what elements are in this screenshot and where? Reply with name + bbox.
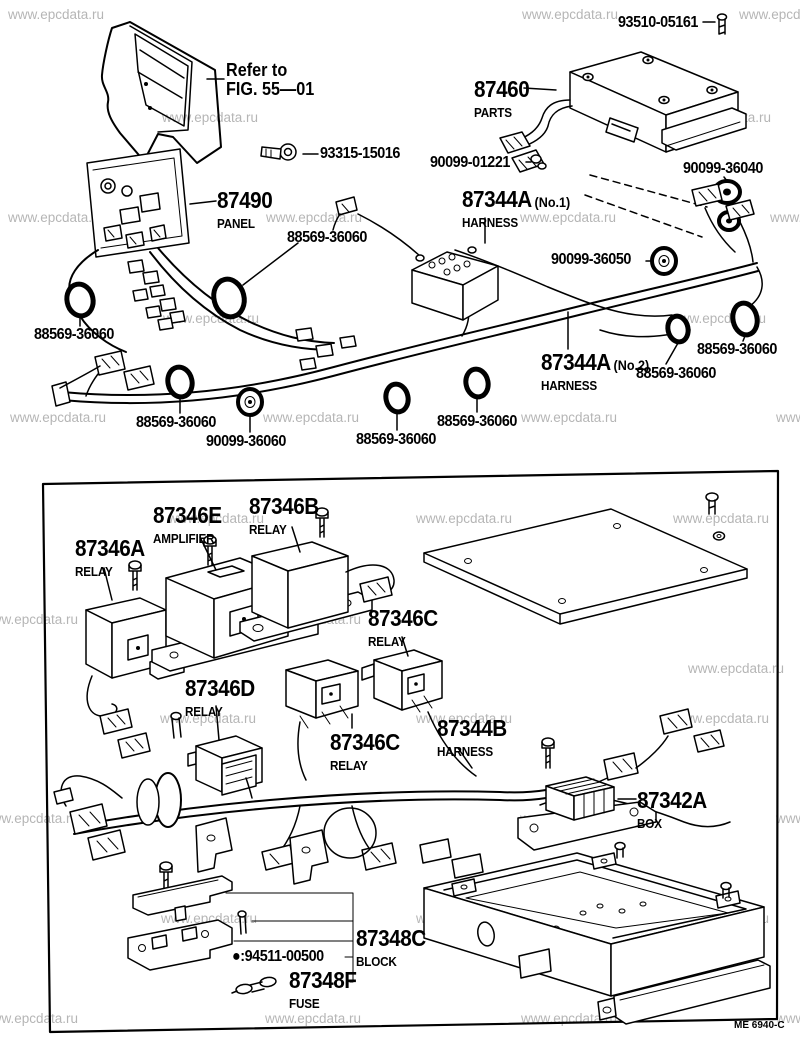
part-label-90099-01221: 90099-01221 bbox=[430, 154, 510, 171]
battery bbox=[411, 217, 499, 321]
part-label-90099-36060: 90099-36060 bbox=[206, 433, 286, 450]
part-label-90099-36040: 90099-36040 bbox=[683, 160, 763, 177]
clamp-rings bbox=[64, 242, 760, 431]
cover-plate bbox=[423, 492, 748, 625]
part-label-88569-bottom-1: 88569-36060 bbox=[136, 414, 216, 431]
part-label-90099-36050: 90099-36050 bbox=[551, 251, 631, 268]
relay-87346d bbox=[170, 705, 263, 796]
part-label-87344a-no1: 87344A(No.1) HARNESS bbox=[462, 186, 571, 230]
part-label-87346b: 87346B RELAY bbox=[249, 493, 319, 537]
fuse-block-87348 bbox=[127, 861, 354, 995]
lower-box-border bbox=[41, 469, 780, 1034]
part-label-88569-right-outer: 88569-36060 bbox=[697, 341, 777, 358]
junction-box-87342a bbox=[517, 776, 657, 851]
screw-93510-icon bbox=[702, 13, 728, 35]
part-label-87346c-upper: 87346C RELAY bbox=[368, 605, 438, 649]
part-label-87348c: 87348C BLOCK bbox=[356, 925, 426, 969]
part-label-87490: 87490 PANEL bbox=[217, 187, 273, 231]
part-label-87346a: 87346A RELAY bbox=[75, 535, 145, 579]
part-label-87460: 87460 PARTS bbox=[474, 76, 530, 120]
part-label-87346c-lower: 87346C RELAY bbox=[330, 729, 400, 773]
part-label-87344a-no2: 87344A(No.2) HARNESS bbox=[541, 349, 650, 393]
part-label-88569-right-inner: 88569-36060 bbox=[636, 365, 716, 382]
part-label-87346e: 87346E AMPLIFIER bbox=[153, 502, 222, 546]
bolt-icons-upper bbox=[128, 507, 555, 769]
instrument-cluster-housing bbox=[100, 21, 225, 164]
mounting-box bbox=[423, 841, 771, 1025]
relay-87346b bbox=[239, 526, 395, 642]
harness-87344a bbox=[51, 183, 763, 407]
part-label-93315-15016: 93315-15016 bbox=[320, 145, 400, 162]
part-label-88569-bottom-3: 88569-36060 bbox=[437, 413, 517, 430]
harness-87344b bbox=[53, 708, 731, 885]
refer-note: Refer to FIG. 55—01 bbox=[226, 60, 315, 99]
panel-87490 bbox=[86, 148, 217, 258]
part-label-88569-top-center: 88569-36060 bbox=[287, 229, 367, 246]
relay-87346c-pair bbox=[285, 636, 477, 781]
part-label-88569-bottom-2: 88569-36060 bbox=[356, 431, 436, 448]
part-label-87346d: 87346D RELAY bbox=[185, 675, 255, 719]
part-label-94511-00500: ●:94511-00500 bbox=[232, 948, 324, 965]
part-label-87348f: 87348F FUSE bbox=[289, 967, 357, 1011]
part-label-87344b: 87344B HARNESS bbox=[437, 715, 507, 759]
part-label-87342a: 87342A BOX bbox=[637, 787, 707, 831]
grommet-36060-icon bbox=[236, 387, 264, 433]
grommet-36050-icon bbox=[645, 246, 678, 276]
part-label-93510-05161: 93510-05161 bbox=[618, 14, 698, 31]
clip-90099-01221-icon bbox=[525, 154, 547, 170]
ecu-87460 bbox=[499, 51, 747, 173]
diagram-code: ME 6940-C bbox=[734, 1020, 785, 1031]
part-label-88569-left: 88569-36060 bbox=[34, 326, 114, 343]
screw-93315-icon bbox=[260, 143, 319, 161]
